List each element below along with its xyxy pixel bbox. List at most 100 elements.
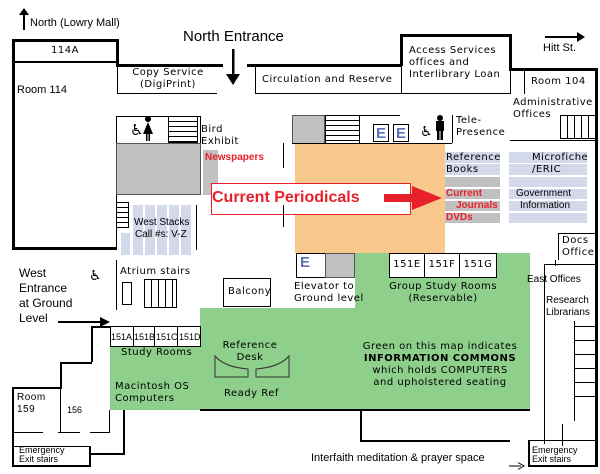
mac-computers-line1: Macintosh OS [115,381,190,392]
emergency-exit-west-line2: Exit stairs [19,454,59,464]
legend-line4: and upholstered seating [373,377,507,388]
north-entrance-arrow-icon [226,49,240,85]
group-study-line1: Group Study Rooms [389,281,497,292]
west-stairs-mid [116,202,129,228]
west-entrance-line4: Level [19,311,48,325]
room-151g-label: 151G [463,259,493,270]
docs-office-line2: Office [562,247,595,258]
telepresence-line1: Tele- [456,115,482,126]
current-periodicals-arrow-icon [384,185,442,211]
microfiche-line2: /ERIC [532,164,562,175]
west-stairs-top [168,116,198,143]
balcony-label: Balcony [228,286,272,297]
reference-books-line2: Books [446,164,479,175]
access-services-line3: Interlibrary Loan [409,69,501,80]
study-rooms-strip [110,347,205,359]
interfaith-arrow-icon [509,455,525,470]
admin-offices-line2: Offices [513,109,552,120]
docs-office [558,233,596,260]
current-periodicals-banner [211,183,411,215]
room-156-label: 156 [67,405,83,415]
room-151e[interactable] [389,253,425,278]
government-info-line1: Government [516,188,572,199]
current-journals-line2: Journals [456,200,498,211]
study-rooms-label: Study Rooms [121,347,193,358]
east-street-label: Hitt St. [543,42,577,54]
access-services-line1: Access Services [409,45,497,56]
reference-desk-line1: Reference [222,340,278,351]
information-commons-area-2 [200,308,360,410]
dvds-label: DVDs [446,212,473,223]
balcony [223,278,271,307]
bird-exhibit-line1: Bird [201,124,223,135]
north-arrow-icon [19,8,29,30]
central-gray-area [292,115,325,144]
west-entrance-line3: at Ground [19,296,73,310]
research-librarians-line1: Research [546,295,589,306]
emergency-exit-west-line1: Emergency [19,445,65,455]
legend-line2: INFORMATION COMMONS [363,353,517,364]
reference-books-line1: Reference [446,152,501,163]
restroom-men-icon [435,115,445,141]
circulation-room [255,66,402,94]
information-commons-area [355,253,530,410]
room-104 [524,70,596,94]
accessible-icon-2: ♿ [420,124,433,140]
west-stacks-line2: Call #s: V-Z [135,229,187,240]
north-entrance-label: North Entrance [183,28,284,45]
atrium-stairs-label: Atrium stairs [120,266,191,277]
current-journals-line1: Current [446,188,483,199]
elevator-shaft [325,253,355,278]
circulation-label: Circulation and Reserve [262,74,393,85]
newspapers-label: Newspapers [205,152,264,163]
legend-line1: Green on this map indicates [362,341,518,352]
restroom-women-icon [143,116,153,142]
west-stacks-line1: West Stacks [134,217,190,228]
room-151b-label: 151B [134,332,156,342]
access-services-room [401,36,511,94]
room-114-label: Room 114 [17,84,67,96]
docs-office-line1: Docs [562,235,589,246]
mac-computers-line2: Computers [115,393,175,404]
east-offices-label: East Offices [527,274,581,285]
bird-exhibit-line2: Exhibit [201,136,239,147]
copy-service-room [117,66,217,94]
legend-line3: which holds COMPUTERS [372,365,508,376]
interfaith-label: Interfaith meditation & prayer space [311,452,485,464]
telepresence-line2: Presence [456,127,506,138]
room-151e-label: 151E [393,259,421,270]
elevator-line1: Elevator to [294,281,355,292]
accessible-icon: ♿ [130,121,144,139]
emergency-exit-east-line1: Emergency [532,445,578,455]
microfiche-line1: Microfiche [532,152,589,163]
atrium-elevator [122,282,132,305]
elevator-icon-2: E [393,124,409,142]
emergency-exit-east-line2: Exit stairs [532,454,572,464]
central-stairs [325,115,360,144]
accessible-icon-3: ♿ [89,268,102,284]
room-159-line1: Room [17,392,46,403]
government-info-line2: Information [520,200,571,211]
elevator-icon-1: E [373,124,389,142]
west-entrance-line1: West [19,266,47,280]
west-entrance-line2: Entrance [19,281,68,295]
room-151f[interactable] [424,253,460,278]
elevator-line2: Ground level [294,293,364,304]
reference-desk-line2: Desk [236,352,264,363]
room-151f-label: 151F [428,259,456,270]
room-151d-label: 151D [179,332,201,342]
room-114a-label: 114A [51,45,79,56]
elevator-icon-3: E [296,253,326,278]
east-arrow-icon [545,27,585,42]
room-151d[interactable] [177,326,201,347]
reference-desk-icon [214,354,290,379]
room-151g[interactable] [459,253,497,278]
group-study-line2: (Reservable) [408,293,478,304]
atrium-stairs [144,279,177,308]
current-periodicals-label: Current Periodicals [212,189,360,206]
north-label: North (Lowry Mall) [30,17,120,29]
ready-ref-label: Ready Ref [224,388,279,399]
room-151a-label: 151A [111,332,133,342]
east-stairs [560,115,596,139]
west-gray-area [116,143,201,195]
